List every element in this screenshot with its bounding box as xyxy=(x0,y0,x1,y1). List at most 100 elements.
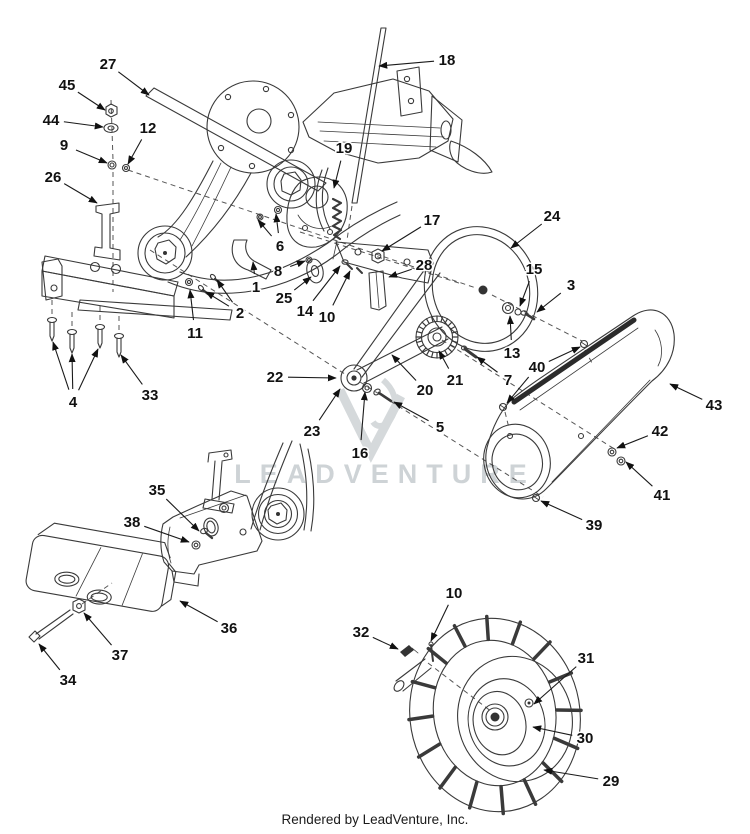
callout-18: 18 xyxy=(439,52,456,69)
part-hex-bolts-4-33 xyxy=(46,316,125,358)
leader-line-6 xyxy=(273,213,281,234)
callout-38: 38 xyxy=(124,514,141,531)
part-pulley-24 xyxy=(423,226,539,352)
callout-31: 31 xyxy=(578,650,595,667)
callout-13: 13 xyxy=(504,345,521,362)
footer-credit: Rendered by LeadVenture, Inc. xyxy=(281,812,469,827)
leader-line-30 xyxy=(532,725,573,736)
callout-36: 36 xyxy=(221,620,238,637)
callout-22: 22 xyxy=(267,369,284,386)
leader-line-41 xyxy=(625,461,653,487)
leader-line-5 xyxy=(393,401,429,422)
leader-line-10 xyxy=(332,270,351,306)
callout-26: 26 xyxy=(45,169,62,186)
leader-line-37 xyxy=(83,612,112,646)
leader-line-2 xyxy=(205,291,230,307)
leader-line-45 xyxy=(77,91,106,111)
leader-line-36 xyxy=(179,600,218,623)
callout-2: 2 xyxy=(236,305,244,322)
part-wheel-assembly xyxy=(393,614,583,816)
leader-line-19 xyxy=(332,160,342,189)
part-pulley-21 xyxy=(415,315,459,359)
callout-34: 34 xyxy=(60,672,77,689)
leader-line-24 xyxy=(510,223,543,249)
callout-45: 45 xyxy=(59,77,76,94)
callout-25: 25 xyxy=(276,290,293,307)
leader-line-27 xyxy=(118,71,150,96)
callout-37: 37 xyxy=(112,647,129,664)
callout-35: 35 xyxy=(149,482,166,499)
part-belt xyxy=(353,261,441,378)
leader-line-39 xyxy=(540,500,583,521)
leader-line-43 xyxy=(669,383,703,400)
callout-9: 9 xyxy=(60,137,68,154)
callout-1: 1 xyxy=(252,279,260,296)
leader-line-25 xyxy=(293,276,312,291)
callout-8: 8 xyxy=(274,263,282,280)
leader-line-4 xyxy=(52,341,70,390)
callout-3: 3 xyxy=(567,277,575,294)
callout-28: 28 xyxy=(416,257,433,274)
callout-44: 44 xyxy=(43,112,60,129)
alignment-axes xyxy=(51,99,617,713)
callout-7: 7 xyxy=(504,372,512,389)
callout-23: 23 xyxy=(304,423,321,440)
callout-42: 42 xyxy=(652,423,669,440)
leader-line-3 xyxy=(536,292,562,313)
leader-line-33 xyxy=(120,354,143,385)
callout-19: 19 xyxy=(336,140,353,157)
part-lower-housing-assembly xyxy=(160,440,315,587)
part-bumper-36 xyxy=(25,522,177,643)
leader-line-31 xyxy=(533,666,577,705)
leader-line-22 xyxy=(287,374,337,382)
part-belt-cover-43 xyxy=(483,309,675,500)
callout-10: 10 xyxy=(446,585,463,602)
leader-line-17 xyxy=(381,226,422,252)
part-pin-10 xyxy=(430,644,434,662)
leader-line-2 xyxy=(216,279,234,303)
part-bracket-26 xyxy=(93,202,121,261)
leader-line-35 xyxy=(165,498,200,532)
leader-line-6 xyxy=(257,219,273,237)
leader-line-4 xyxy=(68,353,76,390)
leader-line-15 xyxy=(519,280,530,307)
part-rim-30 xyxy=(457,655,573,783)
callout-6: 6 xyxy=(276,238,284,255)
callout-30: 30 xyxy=(577,730,594,747)
callout-43: 43 xyxy=(706,397,723,414)
leader-line-16 xyxy=(360,391,368,441)
callout-11: 11 xyxy=(187,325,203,342)
leader-line-21 xyxy=(438,350,450,369)
callout-41: 41 xyxy=(654,487,671,504)
part-handle-tube-27 xyxy=(145,87,327,192)
leader-line-26 xyxy=(63,183,98,204)
callout-32: 32 xyxy=(353,624,370,641)
part-klik-pin-32 xyxy=(400,645,414,657)
callout-14: 14 xyxy=(297,303,314,320)
leader-line-13 xyxy=(506,315,514,341)
part-valve-31 xyxy=(524,698,534,708)
part-spring-19 xyxy=(331,197,343,241)
leader-line-28 xyxy=(388,268,412,278)
leader-line-29 xyxy=(543,767,599,780)
part-bracket-35 xyxy=(211,460,223,501)
part-shift-linkage-hardware xyxy=(103,27,434,311)
callout-16: 16 xyxy=(352,445,369,462)
callout-10: 10 xyxy=(319,309,336,326)
part-nut-37 xyxy=(72,598,86,614)
leader-line-20 xyxy=(391,354,417,381)
leader-line-34 xyxy=(38,643,61,671)
callout-21: 21 xyxy=(447,372,464,389)
callout-24: 24 xyxy=(544,208,561,225)
watermark-flame-icon xyxy=(370,377,399,429)
leader-line-18 xyxy=(378,60,435,69)
callout-4: 4 xyxy=(69,394,78,411)
part-bolt-34 xyxy=(28,630,41,643)
callout-27: 27 xyxy=(100,56,117,73)
part-axle xyxy=(395,658,432,692)
leader-line-23 xyxy=(318,388,341,421)
leader-line-40 xyxy=(506,376,530,404)
callout-40: 40 xyxy=(529,359,546,376)
